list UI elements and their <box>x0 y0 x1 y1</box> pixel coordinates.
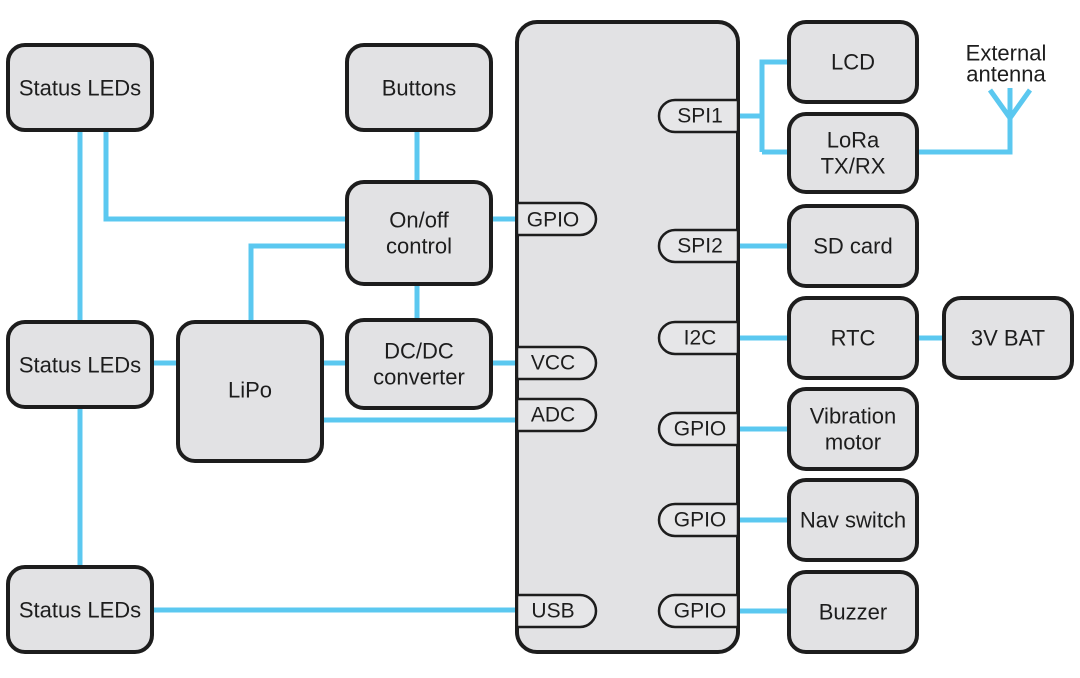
block-status-leds-top-label: Status LEDs <box>19 76 141 101</box>
block-dcdc-converter: DC/DC converter <box>345 318 493 410</box>
pin-gpio-left-label: GPIO <box>527 209 580 232</box>
pin-vcc-label: VCC <box>531 352 575 375</box>
block-lcd-label: LCD <box>831 50 875 75</box>
block-nav-switch-label: Nav switch <box>800 508 906 533</box>
antenna-icon <box>987 88 1033 120</box>
block-vibration-motor: Vibration motor <box>787 387 919 471</box>
block-3v-bat: 3V BAT <box>942 296 1074 380</box>
block-status-leds-mid-label: Status LEDs <box>19 353 141 378</box>
block-sd-card-label: SD card <box>813 234 892 259</box>
block-buzzer: Buzzer <box>787 570 919 654</box>
pin-spi1: SPI1 <box>657 98 740 134</box>
block-3v-bat-label: 3V BAT <box>971 326 1045 351</box>
wire-status-leds-to-onoff <box>103 130 347 222</box>
block-onoff-label-line2: control <box>386 234 452 259</box>
block-vibration-label-line1: Vibration <box>810 404 896 429</box>
block-lcd: LCD <box>787 20 919 104</box>
pin-gpio-vibration-label: GPIO <box>674 418 727 441</box>
block-nav-switch: Nav switch <box>787 478 919 562</box>
pin-spi2-label: SPI2 <box>677 235 723 258</box>
pin-gpio-buzzer-label: GPIO <box>674 600 727 623</box>
block-status-leds-top: Status LEDs <box>6 43 154 132</box>
block-buzzer-label: Buzzer <box>819 600 887 625</box>
pin-gpio-nav: GPIO <box>657 502 740 538</box>
wire-lora-to-antenna <box>917 115 1013 155</box>
block-sd-card: SD card <box>787 204 919 288</box>
pin-gpio-vibration: GPIO <box>657 411 740 447</box>
antenna-label-line1: External <box>966 41 1047 66</box>
block-status-leds-bottom: Status LEDs <box>6 565 154 654</box>
block-rtc-label: RTC <box>831 326 876 351</box>
block-lipo-label: LiPo <box>228 378 272 403</box>
block-buttons: Buttons <box>345 43 493 132</box>
pin-vcc: VCC <box>515 345 598 381</box>
block-buttons-label: Buttons <box>382 76 457 101</box>
pin-gpio-left: GPIO <box>515 201 598 237</box>
pin-spi2: SPI2 <box>657 228 740 264</box>
pin-usb: USB <box>515 593 598 629</box>
wire-spi1-to-lcd <box>759 59 789 152</box>
wire-lipo-to-onoff <box>248 243 347 322</box>
block-dcdc-label-line2: converter <box>373 365 465 390</box>
block-status-leds-mid: Status LEDs <box>6 320 154 409</box>
block-onoff-label-line1: On/off <box>389 208 449 233</box>
block-lipo: LiPo <box>176 320 324 463</box>
pin-gpio-nav-label: GPIO <box>674 509 727 532</box>
pin-adc: ADC <box>515 397 598 433</box>
block-dcdc-label-line1: DC/DC <box>384 339 454 364</box>
pin-gpio-buzzer: GPIO <box>657 593 740 629</box>
block-lora-label-line2: TX/RX <box>821 154 886 179</box>
wires <box>77 59 1033 614</box>
pin-i2c: I2C <box>657 320 740 356</box>
antenna-label-line2: antenna <box>966 62 1046 87</box>
pin-i2c-label: I2C <box>684 327 717 350</box>
block-lora-label-line1: LoRa <box>827 128 880 153</box>
pin-usb-label: USB <box>531 600 574 623</box>
pin-spi1-label: SPI1 <box>677 105 723 128</box>
block-onoff-control: On/off control <box>345 180 493 286</box>
block-lora: LoRa TX/RX <box>787 112 919 194</box>
block-rtc: RTC <box>787 296 919 380</box>
pin-adc-label: ADC <box>531 404 575 427</box>
block-status-leds-bottom-label: Status LEDs <box>19 598 141 623</box>
block-vibration-label-line2: motor <box>825 430 881 455</box>
